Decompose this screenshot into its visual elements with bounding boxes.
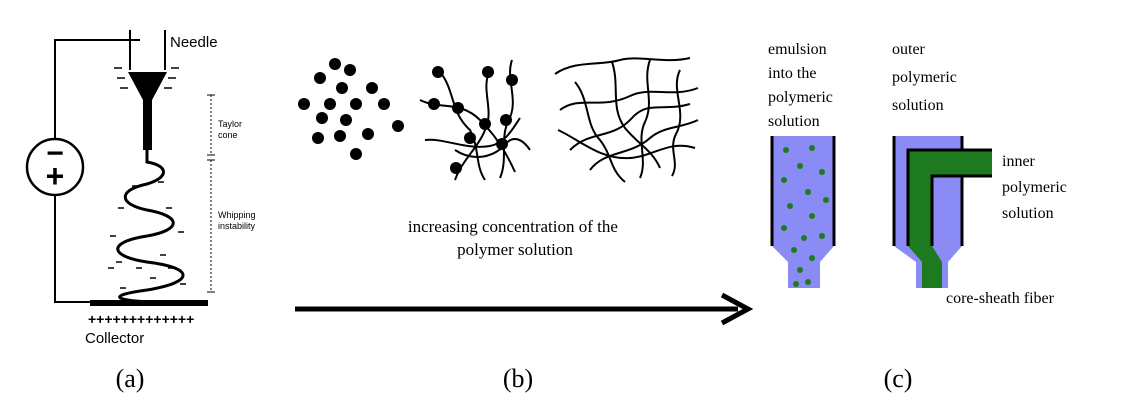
whipping-bracket [207, 159, 215, 293]
whipping-label: Whipping instability [218, 210, 258, 231]
source-minus-sign: − [46, 137, 64, 170]
needle-icon [129, 30, 166, 70]
whipping-jet [116, 150, 185, 304]
panel-a-caption: (a) [116, 364, 145, 393]
needle-charges [114, 67, 179, 89]
emulsion-nozzle [772, 136, 834, 288]
panel-b-caption: (b) [503, 364, 533, 393]
panel-c: emulsion into the polymeric solution out… [768, 41, 1071, 393]
panel-b: increasing concentration of the polymer … [295, 57, 754, 393]
power-source-icon [25, 137, 85, 197]
dilute-solution-dots [298, 58, 404, 160]
taylor-cone-icon [128, 72, 167, 150]
concentration-arrow-head [720, 292, 754, 326]
coaxial-inner-core [908, 150, 992, 288]
taylor-cone-label: Taylor cone [218, 119, 245, 140]
source-plus-sign: + [46, 158, 65, 194]
core-sheath-label: core-sheath fiber [946, 290, 1055, 307]
collector-plate [90, 300, 208, 306]
inner-solution-label: inner polymeric solution [1002, 153, 1071, 222]
semidilute-dots [428, 66, 518, 174]
needle-label: Needle [170, 34, 218, 51]
emulsion-label: emulsion into the polymeric solution [768, 41, 837, 130]
panel-c-caption: (c) [884, 364, 913, 393]
emulsion-droplets [781, 145, 829, 287]
concentration-caption: increasing concentration of the polymer … [408, 217, 622, 259]
concentrated-chains [554, 57, 699, 183]
panel-a: − + Needle Taylor cone Whipp [25, 30, 258, 393]
taylor-cone-bracket [207, 94, 215, 156]
circuit-wire-bottom [54, 196, 92, 303]
outer-solution-label: outer polymeric solution [892, 41, 961, 114]
collector-charges: +++++++++++++ [88, 311, 194, 327]
jet-charges [108, 181, 186, 289]
circuit-wire-top [54, 39, 140, 138]
collector-label: Collector [85, 330, 144, 347]
